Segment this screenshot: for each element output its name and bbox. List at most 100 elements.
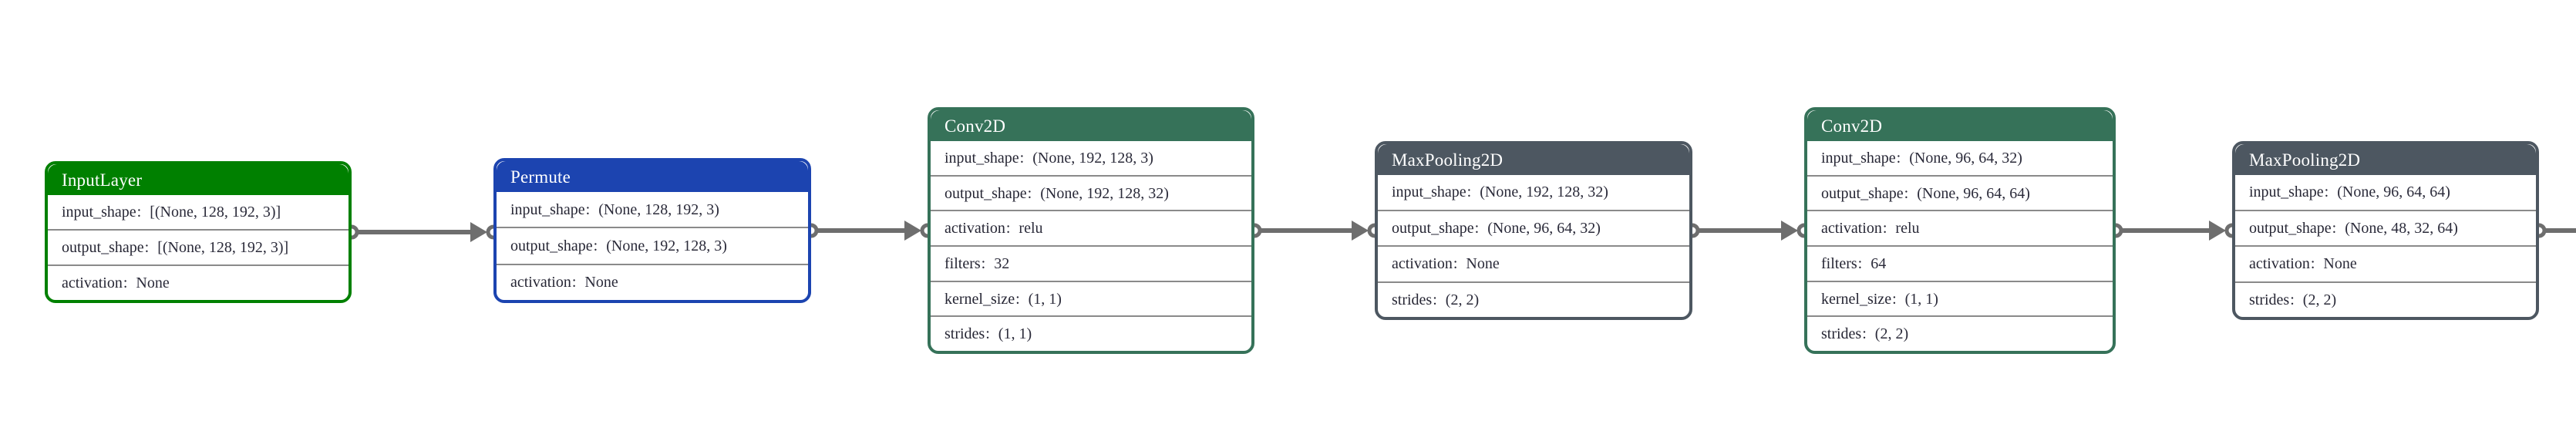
layer-row-colon: : [1027,184,1032,202]
layer-row-key: strides [1392,291,1433,308]
layer-row-strides: strides: (2, 2) [2235,281,2536,318]
layer-row-colon: : [1005,220,1011,237]
layer-row-key: strides [2249,291,2290,308]
layer-row-key: output_shape [62,239,144,256]
layer-row-value: (1, 1) [1904,290,1938,308]
layer-row-colon: : [2324,184,2329,201]
layer-row-value: [(None, 128, 192, 3)] [157,239,289,256]
layer-row-key: input_shape [62,204,136,221]
layer-row-kernel-size: kernel_size: (1, 1) [1807,280,2113,316]
layer-row-value: (None, 96, 64, 32) [1909,149,2022,167]
layer-row-output-shape: output_shape:(None, 96, 64, 64) [1807,174,2113,211]
layer-row-value: (None, 48, 32, 64) [2345,219,2458,237]
layer-row-colon: : [985,325,990,343]
layer-row-value: None [2323,255,2357,273]
layer-row-colon: : [1015,290,1020,308]
layer-row-strides: strides:(2, 2) [1807,315,2113,351]
layer-row-activation: activation:None [1378,245,1689,281]
layer-row-activation: activation: None [2235,245,2536,281]
connector-edge-pool1-conv2 [1677,215,1820,246]
layer-row-key: activation [945,220,1005,237]
layer-row-strides: strides:(2, 2) [1378,281,1689,318]
layer-row-colon: : [136,204,142,221]
layer-node-rows: input_shape: (None, 128, 192, 3) output_sh… [497,192,808,300]
layer-row-output-shape: output_shape:(None, 192, 128, 32) [931,174,1251,211]
layer-row-value: relu [1895,220,1920,237]
layer-row-key: output_shape [2249,219,2332,237]
layer-row-value: relu [1019,220,1043,237]
layer-row-activation: activation:relu [1807,210,2113,245]
layer-node-rows: input_shape:(None, 192, 128, 3)output_sh… [931,141,1251,351]
layer-row-colon: : [1453,255,1458,273]
layer-row-filters: filters:64 [1807,245,2113,281]
layer-row-key: filters [1821,254,1857,272]
layer-row-colon: : [1862,325,1867,343]
layer-row-colon: : [1466,184,1472,201]
layer-node-rows: input_shape:(None, 96, 64, 32)output_sha… [1807,141,2113,351]
layer-row-value: (None, 192, 128, 32) [1480,184,1608,201]
layer-row-key: activation [1821,220,1882,237]
layer-row-colon: : [144,239,150,256]
layer-row-value: (None, 128, 192, 3) [598,200,719,218]
layer-row-colon: : [1904,184,1909,202]
layer-row-kernel-size: kernel_size:(1, 1) [931,280,1251,316]
layer-row-activation: activation: relu [931,210,1251,245]
layer-node-title: Conv2D [931,110,1251,141]
layer-node-rows: input_shape:[(None, 128, 192, 3)]output_… [48,195,349,300]
layer-row-colon: : [981,254,986,272]
layer-row-filters: filters:32 [931,245,1251,281]
layer-row-key: input_shape [510,200,585,218]
layer-row-activation: activation:None [48,264,349,300]
layer-row-value: (2, 2) [1445,291,1480,308]
layer-row-colon: : [2290,291,2295,308]
layer-row-colon: : [593,237,598,254]
layer-node-rows: input_shape: (None, 96, 64, 64) output_sha… [2235,175,2536,317]
layer-row-strides: strides:(1, 1) [931,315,1251,351]
layer-row-key: activation [1392,255,1453,273]
layer-row-value: (2, 2) [2302,291,2337,308]
layer-row-value: (2, 2) [1874,325,1909,343]
connector-edge-conv1-pool1 [1239,215,1390,246]
layer-row-colon: : [1896,149,1901,167]
connector-edge-input-permute [336,217,509,248]
layer-row-key: filters [945,254,981,272]
layer-row-value: (None, 96, 64, 64) [2337,184,2450,201]
layer-row-key: input_shape [2249,184,2324,201]
layer-row-input-shape: input_shape: (None, 96, 64, 32) [1807,141,2113,175]
layer-row-colon: : [2310,255,2315,273]
layer-node-title: Conv2D [1807,110,2113,141]
connector-edge-permute-conv1 [796,215,943,246]
layer-row-output-shape: output_shape: [(None, 128, 192, 3)] [48,229,349,264]
layer-row-colon: : [1892,290,1897,308]
layer-row-key: output_shape [1821,184,1904,202]
layer-row-input-shape: input_shape:(None, 192, 128, 3) [931,141,1251,175]
layer-row-key: output_shape [1392,219,1474,237]
layer-row-input-shape: input_shape: (None, 128, 192, 3) [497,192,808,227]
layer-row-key: output_shape [945,184,1027,202]
layer-row-value: (1, 1) [998,325,1032,343]
layer-row-key: output_shape [510,237,593,254]
layer-row-colon: : [585,200,591,218]
layer-row-key: activation [2249,255,2310,273]
layer-node-title: MaxPooling2D [1378,144,1689,175]
layer-row-key: activation [62,275,123,291]
layer-row-value: (None, 96, 64, 32) [1487,219,1601,237]
layer-row-value: None [584,274,618,291]
layer-row-input-shape: input_shape:[(None, 128, 192, 3)] [48,195,349,229]
connector-edge-conv2-pool2 [2100,215,2248,246]
layer-row-value: (None, 192, 128, 3) [606,237,727,254]
layer-row-key: input_shape [1821,149,1896,167]
layer-row-key: kernel_size [945,290,1015,308]
layer-row-key: kernel_size [1821,290,1892,308]
